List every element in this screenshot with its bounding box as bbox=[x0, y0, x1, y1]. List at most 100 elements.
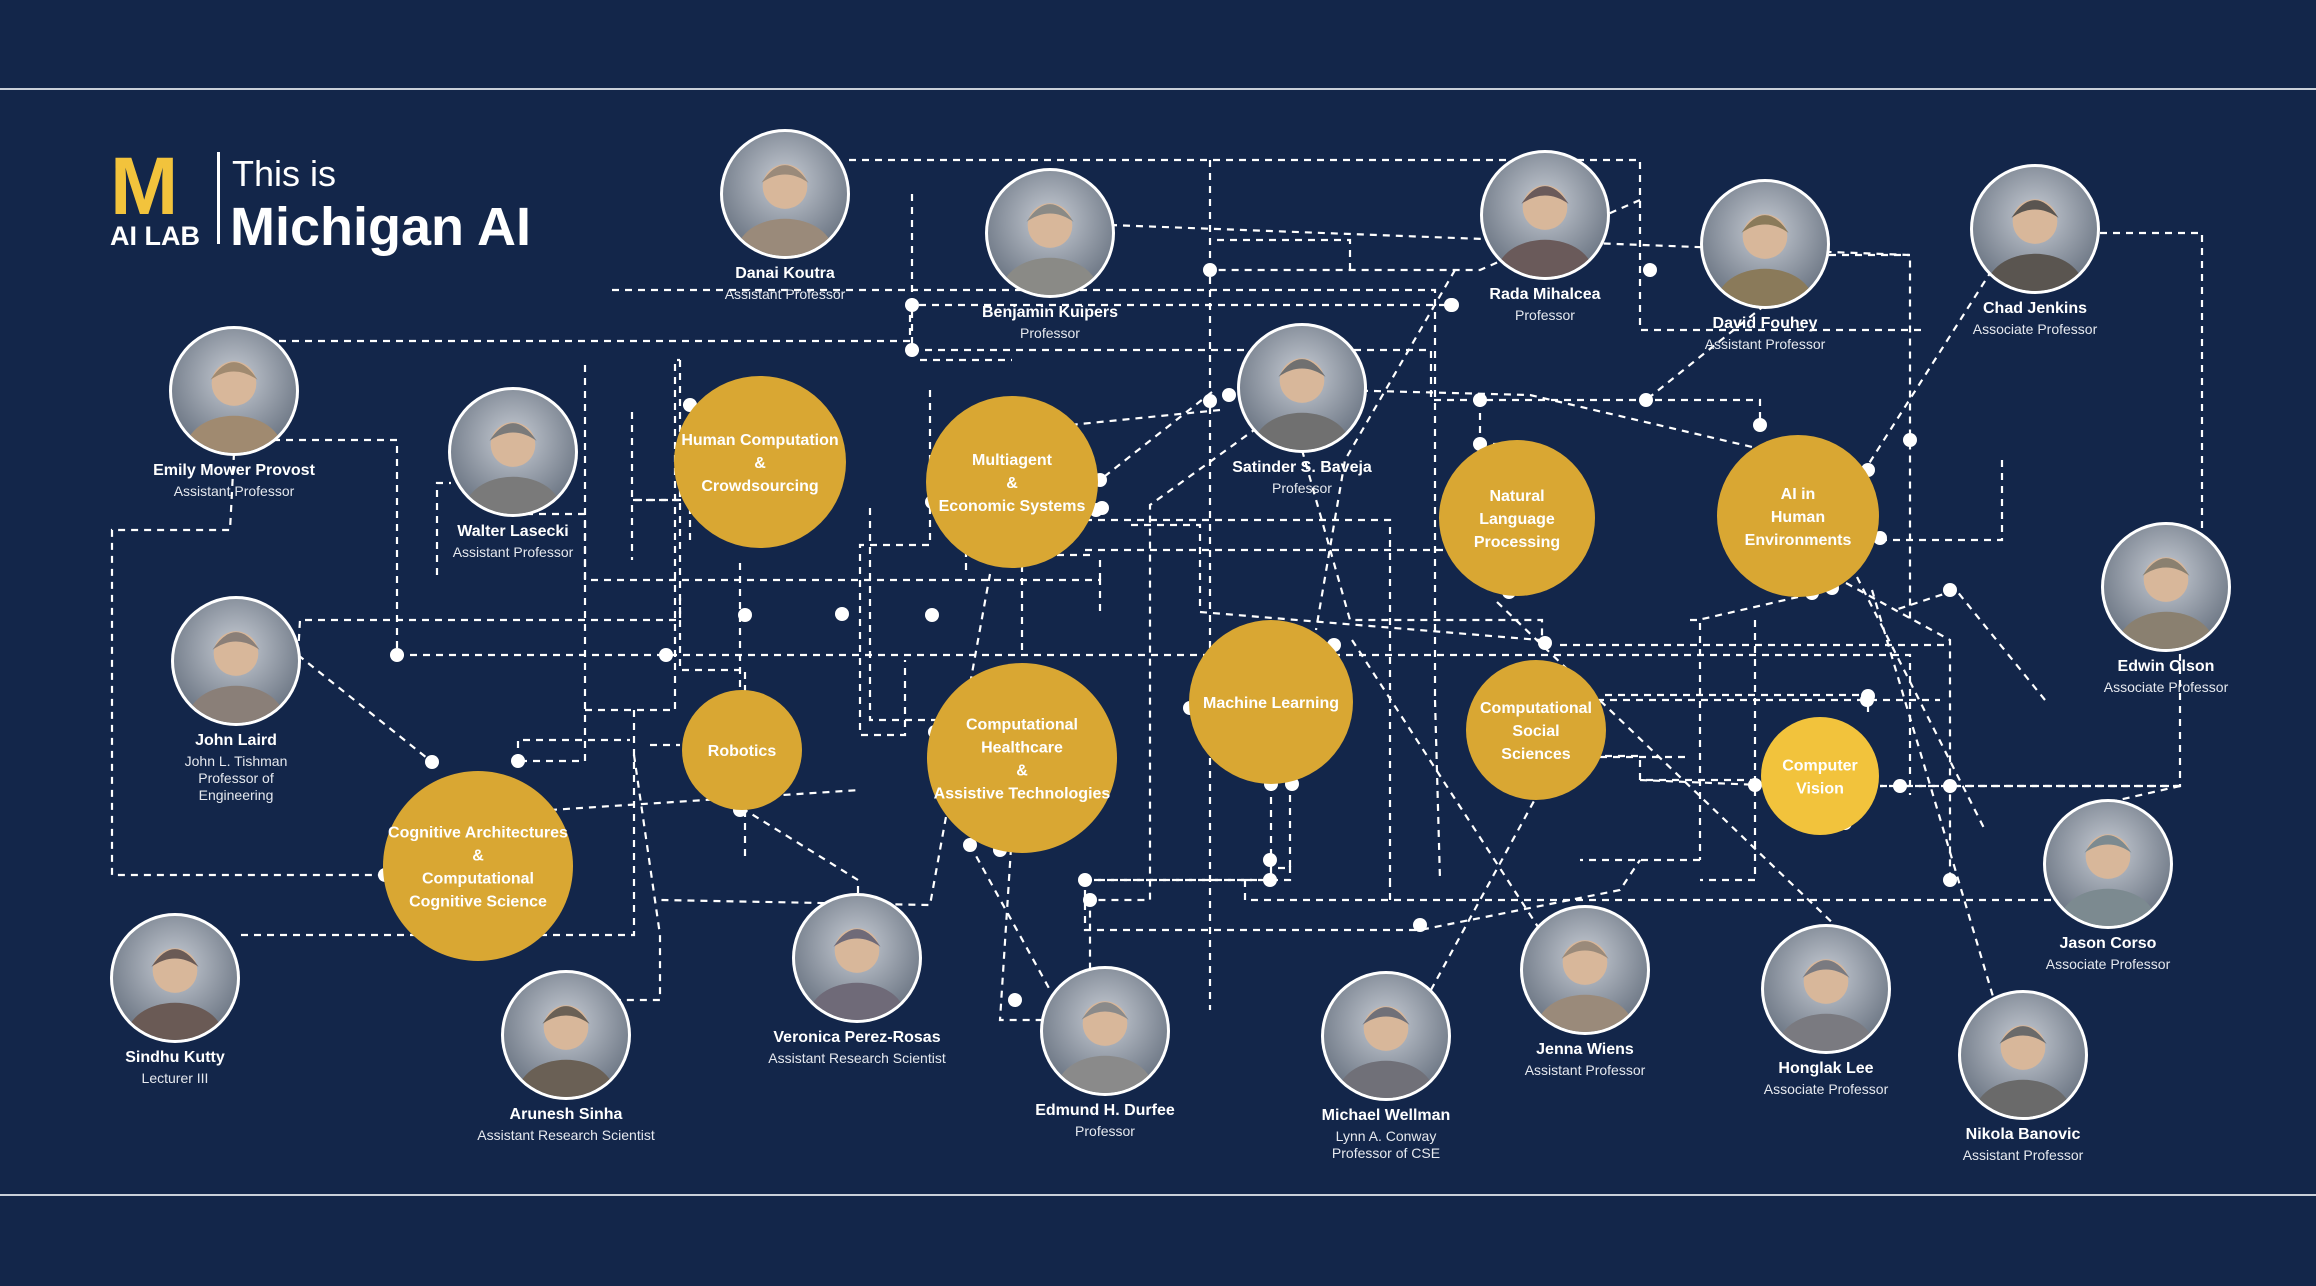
person-name: Jason Corso bbox=[2060, 935, 2157, 952]
person-name: Emily Mower Provost bbox=[153, 462, 315, 479]
topic-circle[interactable] bbox=[926, 396, 1098, 568]
topic-label-line: & bbox=[1016, 763, 1028, 780]
person-role: Assistant Professor bbox=[453, 544, 574, 560]
topic-label-line: AI in bbox=[1781, 486, 1816, 503]
junction-dot-55 bbox=[1083, 893, 1097, 907]
topic-label-line: Economic Systems bbox=[939, 498, 1086, 515]
connector-4 bbox=[1109, 223, 1912, 620]
connector-82 bbox=[1131, 523, 1202, 612]
person-name: John Laird bbox=[195, 732, 277, 749]
topic-hcc[interactable]: Human Computation&Crowdsourcing bbox=[674, 376, 846, 548]
topic-circle[interactable] bbox=[682, 690, 802, 810]
person-role: John L. Tishman bbox=[185, 753, 288, 769]
junction-dot-21 bbox=[390, 648, 404, 662]
topic-label-line: Computational bbox=[966, 717, 1078, 734]
topic-label-line: Natural bbox=[1489, 488, 1544, 505]
topic-circle[interactable] bbox=[1189, 620, 1353, 784]
topic-label-line: Environments bbox=[1745, 532, 1852, 549]
topic-label-line: Social bbox=[1512, 723, 1559, 740]
person-name: Sindhu Kutty bbox=[125, 1049, 225, 1066]
topic-circle[interactable] bbox=[927, 663, 1117, 853]
junction-dot-17 bbox=[925, 608, 939, 622]
topic-circle[interactable] bbox=[674, 376, 846, 548]
logo-ai-lab-text: AI LAB bbox=[110, 221, 200, 251]
topic-mas[interactable]: Multiagent&Economic Systems bbox=[926, 396, 1098, 568]
junction-dot-54 bbox=[1943, 583, 1957, 597]
topic-circle[interactable] bbox=[1761, 717, 1879, 835]
logo-divider bbox=[217, 152, 220, 244]
page-title: Michigan AI bbox=[230, 197, 531, 257]
connector-47 bbox=[1870, 589, 2002, 1021]
connector-20 bbox=[612, 288, 1437, 700]
person-silhouette-icon bbox=[1056, 1001, 1154, 1093]
connector-9 bbox=[279, 303, 1450, 343]
junction-dot-19 bbox=[738, 608, 752, 622]
person-silhouette-icon bbox=[1716, 214, 1814, 306]
junction-dot-47 bbox=[1473, 437, 1487, 451]
person-silhouette-icon bbox=[736, 164, 834, 256]
connector-7 bbox=[2100, 231, 2204, 545]
person-silhouette-icon bbox=[187, 631, 285, 723]
topic-ml[interactable]: Machine Learning bbox=[1189, 620, 1353, 784]
topic-circle[interactable] bbox=[1717, 435, 1879, 597]
person-name: Walter Lasecki bbox=[457, 523, 568, 540]
topic-circle[interactable] bbox=[1439, 440, 1595, 596]
connector-30 bbox=[1020, 553, 1095, 650]
junction-dot-42 bbox=[1748, 778, 1762, 792]
junction-dot-6 bbox=[1639, 393, 1653, 407]
person-name: Nikola Banovic bbox=[1966, 1126, 2081, 1143]
connector-60 bbox=[1351, 639, 1541, 931]
person-silhouette-icon bbox=[126, 948, 224, 1040]
connection-dots bbox=[378, 263, 1957, 1007]
person-silhouette-icon bbox=[1001, 203, 1099, 295]
junction-dot-0 bbox=[905, 298, 919, 312]
person-name: David Fouhey bbox=[1713, 315, 1818, 332]
junction-dot-2 bbox=[1203, 263, 1217, 277]
junction-dot-53 bbox=[1860, 693, 1874, 707]
topic-label-line: Vision bbox=[1796, 781, 1844, 798]
connector-48 bbox=[1880, 455, 2004, 542]
junction-dot-46 bbox=[1943, 873, 1957, 887]
title-this-is: This is bbox=[232, 153, 336, 194]
topic-circle[interactable] bbox=[383, 771, 573, 961]
person-silhouette-icon bbox=[517, 1005, 615, 1097]
person-role: Associate Professor bbox=[2104, 679, 2229, 695]
junction-dot-9 bbox=[1222, 388, 1236, 402]
top-band-divider bbox=[0, 88, 2316, 90]
topic-cacs[interactable]: Cognitive Architectures&ComputationalCog… bbox=[383, 771, 573, 961]
topic-rob[interactable]: Robotics bbox=[682, 690, 802, 810]
topic-circle[interactable] bbox=[1466, 660, 1606, 800]
ai-lab-logo: M AI LAB This is Michigan AI bbox=[110, 141, 531, 257]
connector-59 bbox=[1419, 789, 1541, 1011]
person-silhouette-icon bbox=[1496, 185, 1594, 277]
person-name: Rada Mihalcea bbox=[1489, 286, 1600, 303]
person-name: Chad Jenkins bbox=[1983, 300, 2087, 317]
person-role: Professor bbox=[1272, 480, 1332, 496]
person-role: Engineering bbox=[199, 787, 274, 803]
